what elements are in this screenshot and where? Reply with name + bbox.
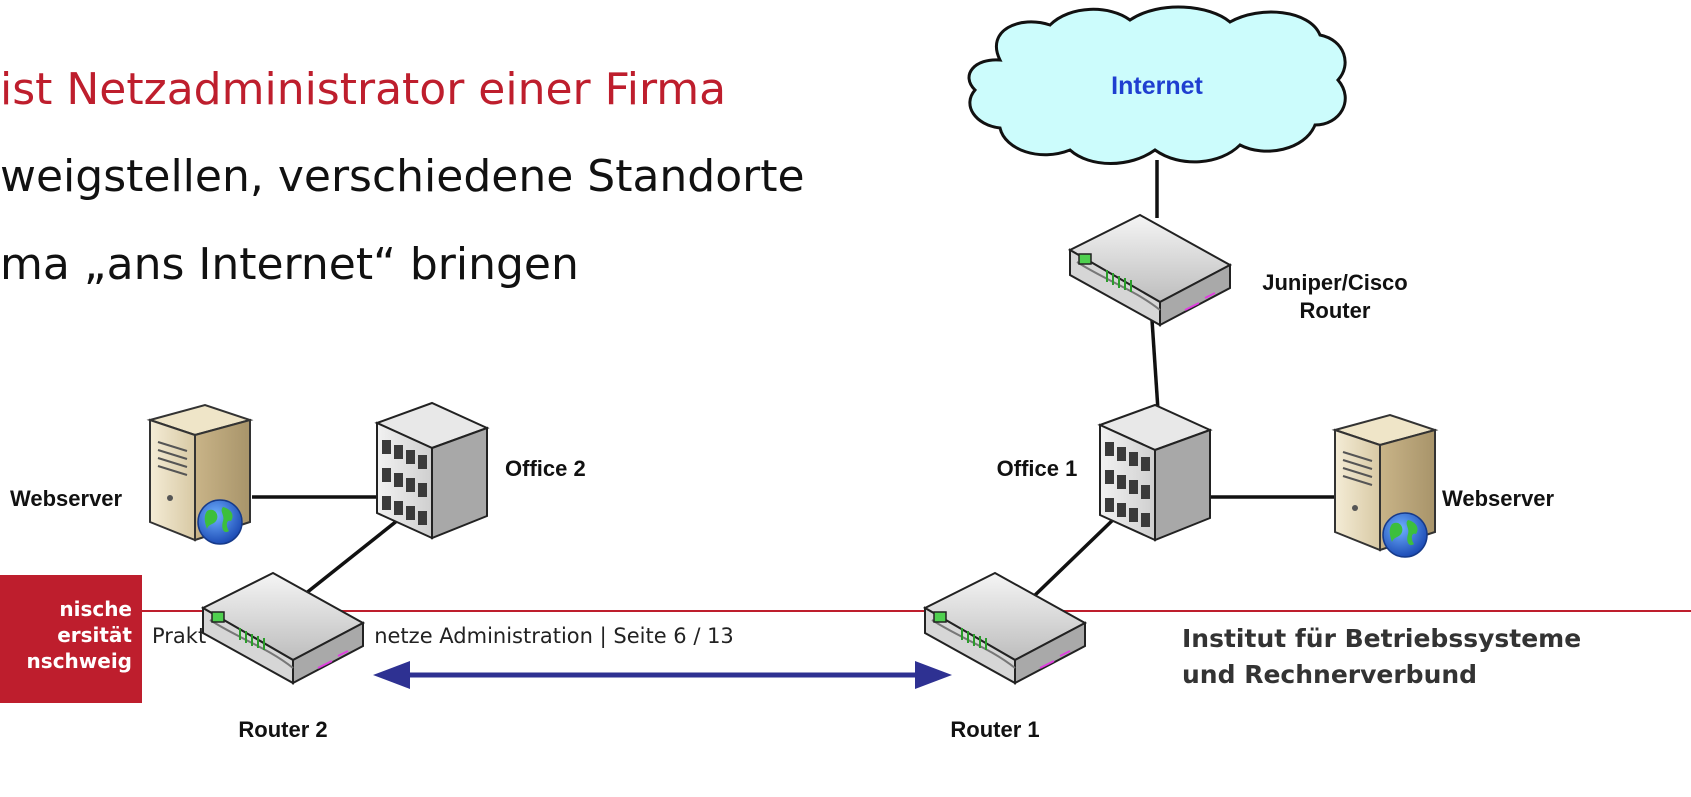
router1-label: Router 1 bbox=[950, 717, 1039, 742]
bullet-1: ist Netzadministrator einer Firma bbox=[0, 64, 727, 115]
office2-label: Office 2 bbox=[505, 456, 586, 481]
link-router1-router2 bbox=[373, 661, 952, 689]
globe-right-icon bbox=[1382, 512, 1428, 558]
edge-router-icon bbox=[1069, 214, 1231, 326]
link-office1-router1 bbox=[1030, 513, 1120, 600]
footer-page-info: Prakt netze Administration | Seite 6 / 13 bbox=[152, 624, 734, 648]
link-edge-router-office1 bbox=[1150, 319, 1160, 411]
router1-icon bbox=[924, 572, 1086, 684]
webserver-left-label: Webserver bbox=[10, 486, 123, 511]
webserver-right-label: Webserver bbox=[1442, 486, 1555, 511]
institute-line-2: und Rechnerverbund bbox=[1182, 660, 1478, 689]
link-office2-router2 bbox=[298, 518, 400, 600]
edge-router-label-line2: Router bbox=[1300, 298, 1371, 323]
logo-line-1: nische bbox=[59, 597, 132, 621]
footer-page-info-tail: netze Administration | Seite 6 / 13 bbox=[374, 624, 734, 648]
router2-icon bbox=[202, 572, 364, 684]
logo-line-2: ersität bbox=[57, 623, 132, 647]
university-logo: nische ersität nschweig bbox=[0, 575, 142, 703]
institute-line-1: Institut für Betriebssysteme bbox=[1182, 624, 1582, 653]
logo-line-3: nschweig bbox=[26, 649, 132, 673]
internet-cloud bbox=[967, 5, 1347, 165]
internet-label: Internet bbox=[1111, 72, 1203, 100]
office1-label: Office 1 bbox=[997, 456, 1078, 481]
edge-router-label-line1: Juniper/Cisco bbox=[1262, 270, 1407, 295]
office1-building-icon bbox=[1099, 404, 1211, 541]
router2-label: Router 2 bbox=[238, 717, 327, 742]
footer-page-info-head: Prakt bbox=[152, 624, 207, 648]
bullet-3: ma „ans Internet“ bringen bbox=[0, 239, 579, 290]
footer-divider bbox=[140, 610, 1691, 612]
globe-left-icon bbox=[197, 499, 243, 545]
office2-building-icon bbox=[376, 402, 488, 539]
bullet-2: weigstellen, verschiedene Standorte bbox=[0, 151, 805, 202]
